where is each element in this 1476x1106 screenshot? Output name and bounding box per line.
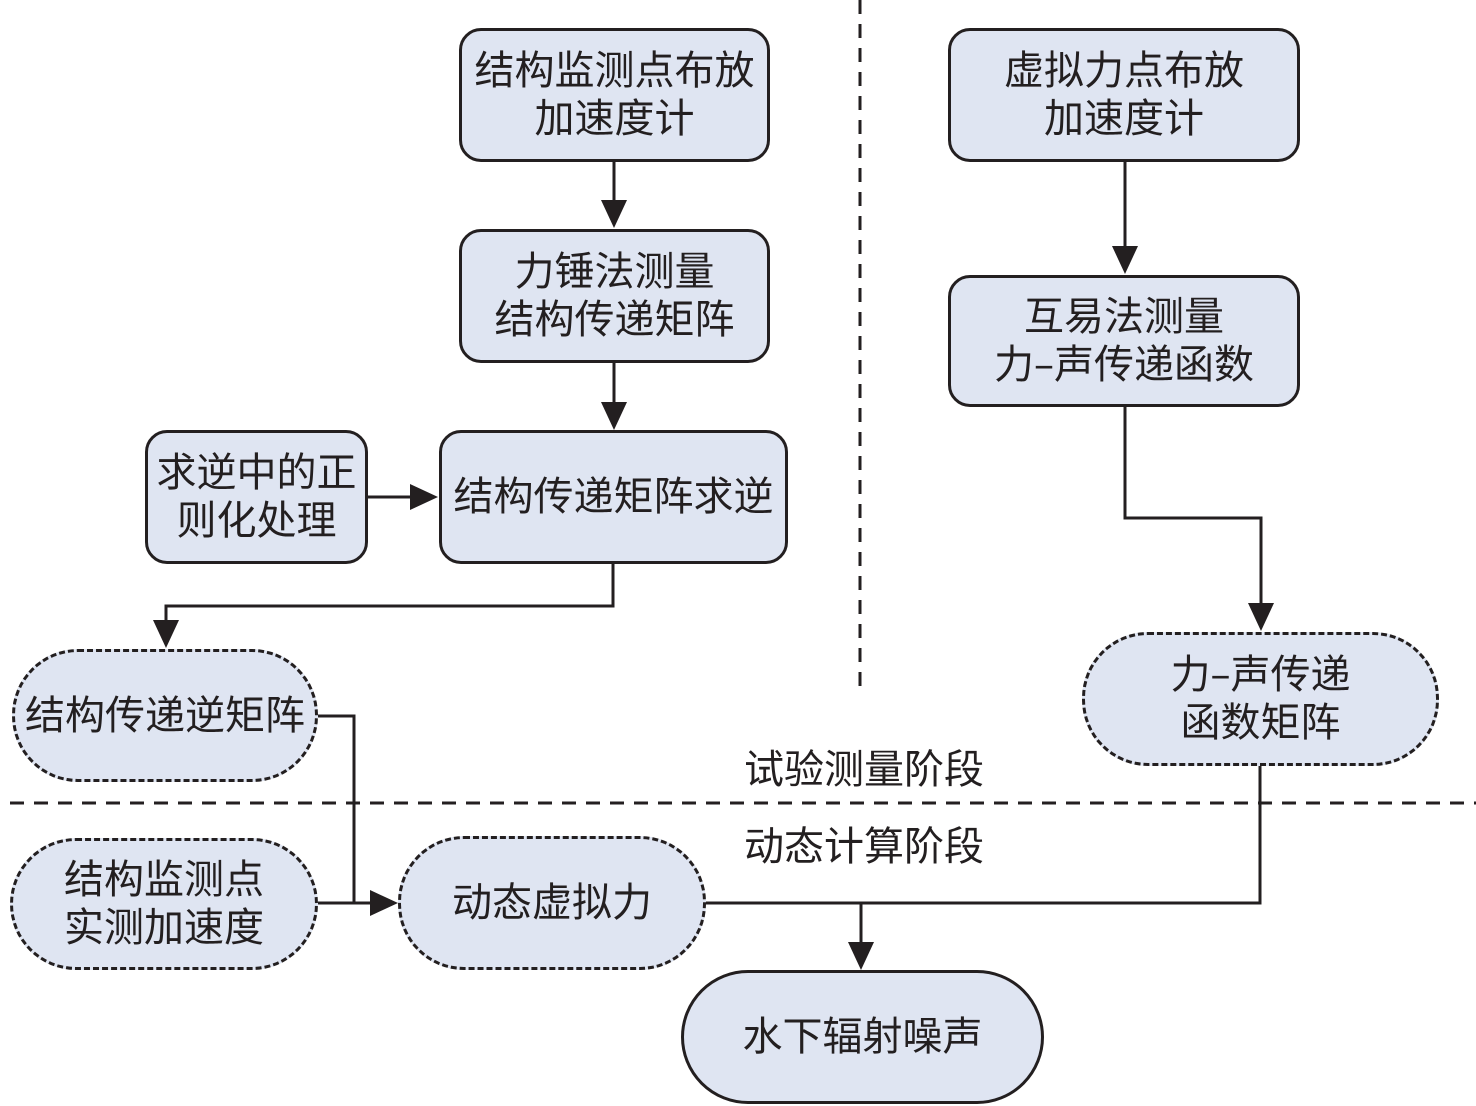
node-text: 力锤法测量 [514, 249, 715, 295]
arrowhead [370, 890, 398, 916]
node-force-acoustic-matrix: 力–声传递 函数矩阵 [1082, 632, 1439, 766]
node-text: 虚拟力点布放 [1004, 48, 1244, 94]
node-virtual-force-accelerometer: 虚拟力点布放 加速度计 [948, 28, 1300, 162]
node-text: 结构监测点 [64, 857, 264, 903]
arrowhead [848, 942, 874, 970]
node-text: 结构监测点布放 [474, 48, 755, 94]
arrow-reciprocity-to-fa [1123, 407, 1263, 610]
arrowhead [1248, 603, 1274, 631]
node-text: 则化处理 [176, 498, 337, 544]
line-fa-to-noise [706, 766, 1262, 905]
node-text: 结构传递逆矩阵 [25, 692, 305, 739]
node-underwater-noise: 水下辐射噪声 [681, 970, 1044, 1104]
node-text: 函数矩阵 [1180, 700, 1341, 746]
stage-label-dynamic: 动态计算阶段 [744, 824, 984, 870]
node-text: 结构传递矩阵 [494, 297, 735, 343]
node-text: 加速度计 [534, 96, 695, 142]
node-text: 求逆中的正 [156, 450, 357, 496]
line-inverse-to-dynamic [318, 714, 356, 903]
arrowhead [153, 620, 179, 648]
node-reciprocity-measurement: 互易法测量 力–声传递函数 [948, 275, 1300, 407]
node-matrix-inversion: 结构传递矩阵求逆 [439, 430, 788, 564]
arrowhead [601, 402, 627, 430]
node-text: 结构传递矩阵求逆 [453, 474, 774, 520]
node-text: 动态虚拟力 [452, 880, 652, 926]
node-text: 力–声传递 [1170, 652, 1351, 698]
stage-label-test: 试验测量阶段 [744, 747, 984, 793]
node-measured-acceleration: 结构监测点 实测加速度 [10, 838, 318, 970]
node-hammer-measurement: 力锤法测量 结构传递矩阵 [459, 229, 770, 363]
node-monitor-accelerometer: 结构监测点布放 加速度计 [459, 28, 770, 162]
node-text: 互易法测量 [1024, 294, 1224, 340]
arrow-invert-to-inverse [164, 564, 615, 626]
node-text: 实测加速度 [64, 905, 264, 951]
node-text: 加速度计 [1044, 96, 1204, 142]
arrowhead [1112, 246, 1138, 274]
node-regularization: 求逆中的正 则化处理 [145, 430, 368, 564]
arrowhead [601, 200, 627, 228]
node-dynamic-virtual-force: 动态虚拟力 [398, 836, 706, 970]
node-text: 力–声传递函数 [994, 342, 1254, 388]
arrowhead [410, 484, 438, 510]
node-inverse-matrix: 结构传递逆矩阵 [12, 649, 318, 782]
node-text: 水下辐射噪声 [742, 1014, 983, 1060]
